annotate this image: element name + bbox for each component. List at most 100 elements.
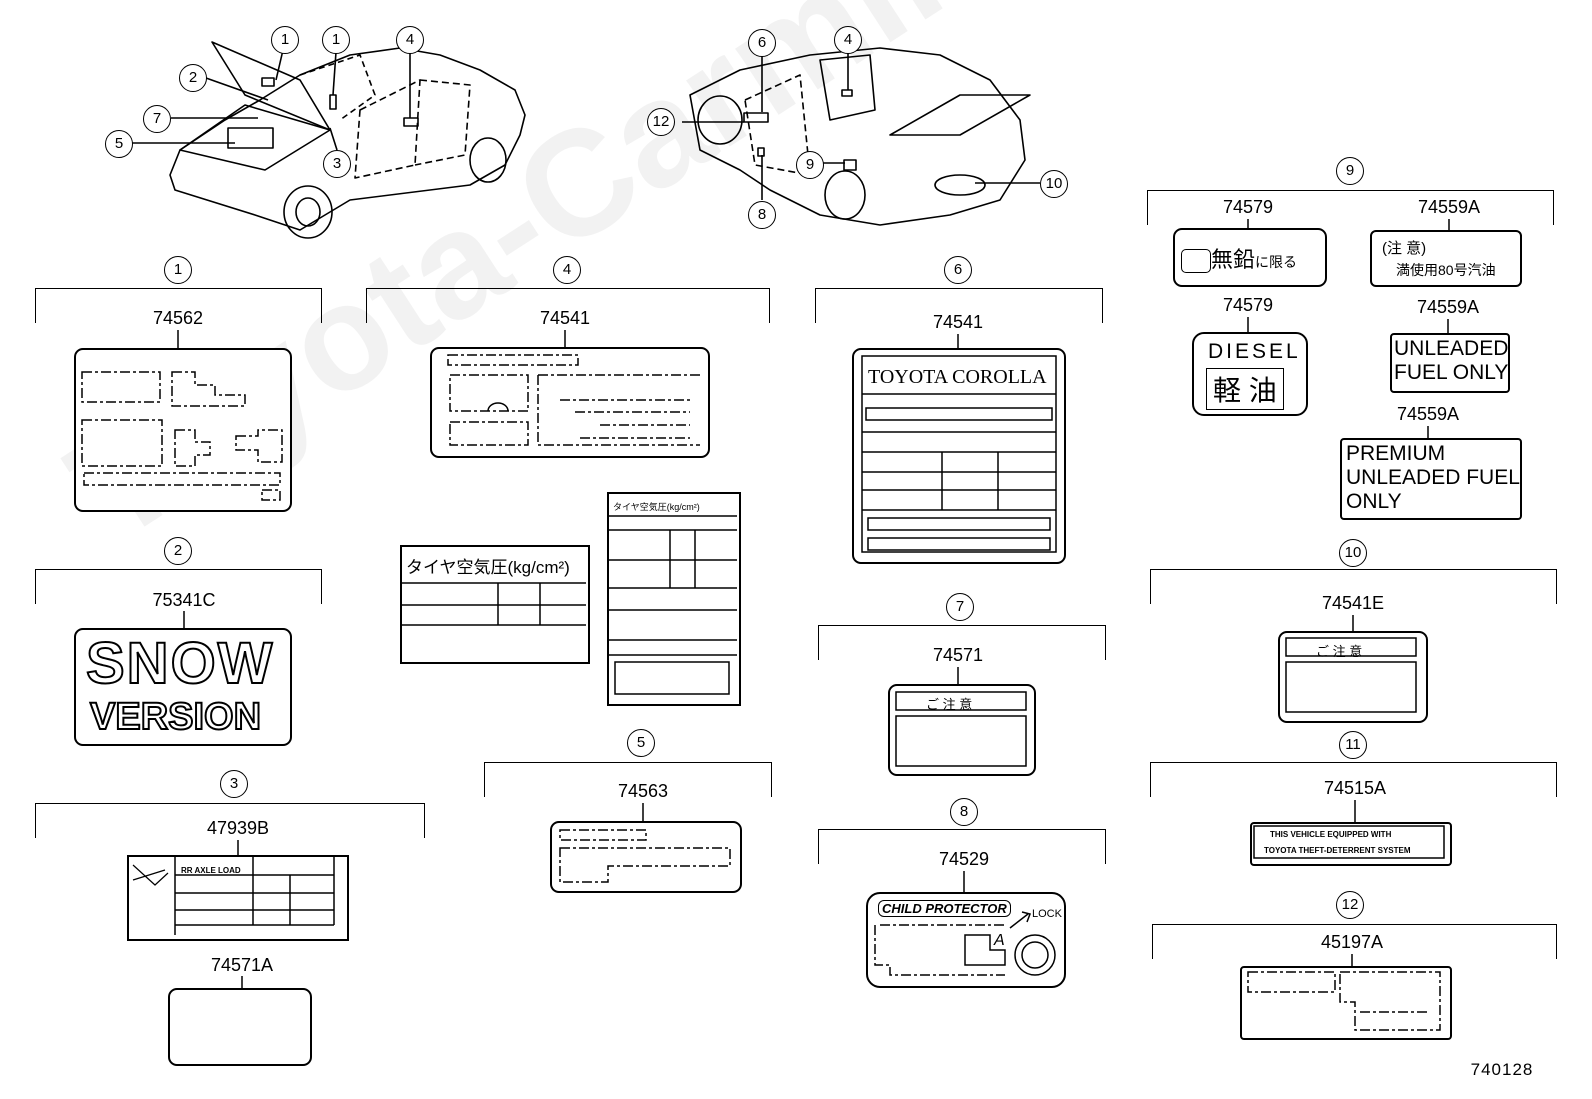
caution-jp-text: (注 意)	[1382, 240, 1427, 257]
tire-pressure-small-text: タイヤ空気圧(kg/cm²)	[613, 502, 700, 512]
label-tire-pressure-wide: タイヤ空気圧(kg/cm²)	[400, 545, 590, 664]
lock-text: LOCK	[1032, 908, 1062, 920]
theft-line2: TOYOTA THEFT-DETERRENT SYSTEM	[1264, 846, 1411, 855]
label-theft-deterrent: THIS VEHICLE EQUIPPED WITH TOYOTA THEFT-…	[1250, 822, 1452, 866]
label-74541E: ご 注 意	[1278, 631, 1428, 723]
axle-load-text: RR AXLE LOAD	[181, 866, 241, 875]
section-10-bracket	[1150, 569, 1557, 604]
unleaded-line1: UNLEADED	[1394, 337, 1509, 360]
label-child-protector: CHILD PROTECTOR LOCK A	[866, 892, 1066, 988]
label-axle-load: RR AXLE LOAD	[127, 855, 349, 941]
callout-10-car: 10	[1040, 170, 1068, 198]
caution-text-7: ご 注 意	[926, 697, 973, 712]
premium-line2: UNLEADED FUEL	[1346, 466, 1520, 489]
unleaded-jp-text: 無鉛に限る	[1181, 242, 1297, 274]
callout-12-car: 12	[647, 108, 675, 136]
premium-line3: ONLY	[1346, 490, 1402, 513]
unleaded-line2: FUEL ONLY	[1394, 361, 1509, 384]
part-74541-s4: 74541	[539, 308, 591, 328]
part-74562: 74562	[152, 308, 204, 328]
part-74579-b: 74579	[1222, 295, 1274, 315]
section-7-bracket	[818, 625, 1106, 660]
label-tire-pressure-tall: タイヤ空気圧(kg/cm²)	[607, 492, 741, 706]
section-8-bracket	[818, 829, 1106, 864]
caution-text-10: ご 注 意	[1316, 644, 1363, 659]
callout-5: 5	[105, 130, 133, 158]
section-5-number: 5	[627, 729, 655, 757]
rear-car-drawing	[689, 47, 1031, 226]
callout-1: 1	[271, 26, 299, 54]
unleaded-jp-word: 無鉛	[1211, 247, 1256, 272]
unleaded-jp-box	[1181, 249, 1211, 274]
callout-9-car: 9	[796, 151, 824, 179]
label-diesel: DIESEL 軽 油	[1192, 332, 1308, 416]
part-74559A-c: 74559A	[1396, 404, 1460, 424]
part-74571A: 74571A	[210, 955, 274, 975]
section-5-bracket	[484, 762, 772, 797]
drawing-code: 740128	[1470, 1060, 1534, 1079]
section-3-bracket	[35, 803, 425, 838]
section-1-number: 1	[164, 256, 192, 284]
callout-7: 7	[143, 105, 171, 133]
section-10-number: 10	[1339, 539, 1367, 567]
callout-6-car: 6	[748, 29, 776, 57]
callout-4-car: 4	[834, 26, 862, 54]
callout-2: 2	[179, 64, 207, 92]
label-snow-version: SNOW VERSION	[74, 628, 292, 746]
section-3-number: 3	[220, 770, 248, 798]
part-45197A: 45197A	[1320, 932, 1384, 952]
section-9-bracket	[1147, 190, 1554, 225]
version-text: VERSION	[89, 695, 262, 739]
section-11-number: 11	[1339, 731, 1367, 759]
label-unleaded-jp: 無鉛に限る	[1173, 228, 1327, 287]
front-car-drawing	[169, 41, 526, 239]
part-74559A-a: 74559A	[1417, 197, 1481, 217]
section-11-bracket	[1150, 762, 1557, 797]
callout-4: 1	[322, 26, 350, 54]
section-4-bracket	[366, 288, 770, 323]
toyota-corolla-text: TOYOTA COROLLA	[868, 366, 1047, 388]
label-74571: ご 注 意	[888, 684, 1036, 776]
label-74541-s4	[430, 347, 710, 458]
label-45197A	[1240, 966, 1452, 1040]
label-74562	[74, 348, 292, 512]
unleaded-jp-suffix: に限る	[1255, 254, 1298, 270]
section-6-number: 6	[944, 256, 972, 284]
section-8-number: 8	[950, 798, 978, 826]
callout-11: 4	[396, 26, 424, 54]
part-47939B: 47939B	[206, 818, 270, 838]
section-7-number: 7	[946, 593, 974, 621]
section-12-number: 12	[1336, 891, 1364, 919]
section-12-bracket	[1152, 924, 1557, 959]
part-74541-s6: 74541	[932, 312, 984, 332]
label-premium-unleaded: PREMIUM UNLEADED FUEL ONLY	[1340, 438, 1522, 520]
label-74571A	[168, 988, 312, 1066]
part-74563: 74563	[617, 781, 669, 801]
tire-pressure-text: タイヤ空気圧(kg/cm²)	[406, 558, 570, 577]
label-unleaded-fuel-only: UNLEADED FUEL ONLY	[1390, 333, 1510, 393]
section-4-number: 4	[553, 256, 581, 284]
part-74559A-b: 74559A	[1416, 297, 1480, 317]
part-74529: 74529	[938, 849, 990, 869]
child-protector-text: CHILD PROTECTOR	[878, 900, 1011, 917]
diesel-jp-text: 軽 油	[1206, 368, 1284, 410]
part-75341C: 75341C	[152, 590, 216, 610]
callout-8-car: 8	[748, 201, 776, 229]
section-2-number: 2	[164, 537, 192, 565]
part-74515A: 74515A	[1323, 778, 1387, 798]
gas-jp-text: 満使用80号汽油	[1396, 262, 1496, 278]
section-9-number: 9	[1336, 157, 1364, 185]
label-caution-gas-jp: (注 意) 満使用80号汽油	[1370, 230, 1522, 287]
section-1-bracket	[35, 288, 322, 323]
premium-line1: PREMIUM	[1346, 442, 1446, 465]
part-74541E: 74541E	[1321, 593, 1385, 613]
part-74571: 74571	[932, 645, 984, 665]
label-toyota-corolla: TOYOTA COROLLA	[852, 348, 1066, 564]
label-74563	[550, 821, 742, 893]
a-text: A	[994, 932, 1005, 949]
part-74579-a: 74579	[1222, 197, 1274, 217]
theft-line1: THIS VEHICLE EQUIPPED WITH	[1270, 830, 1392, 839]
callout-3: 3	[323, 150, 351, 178]
snow-text: SNOW	[85, 630, 275, 697]
